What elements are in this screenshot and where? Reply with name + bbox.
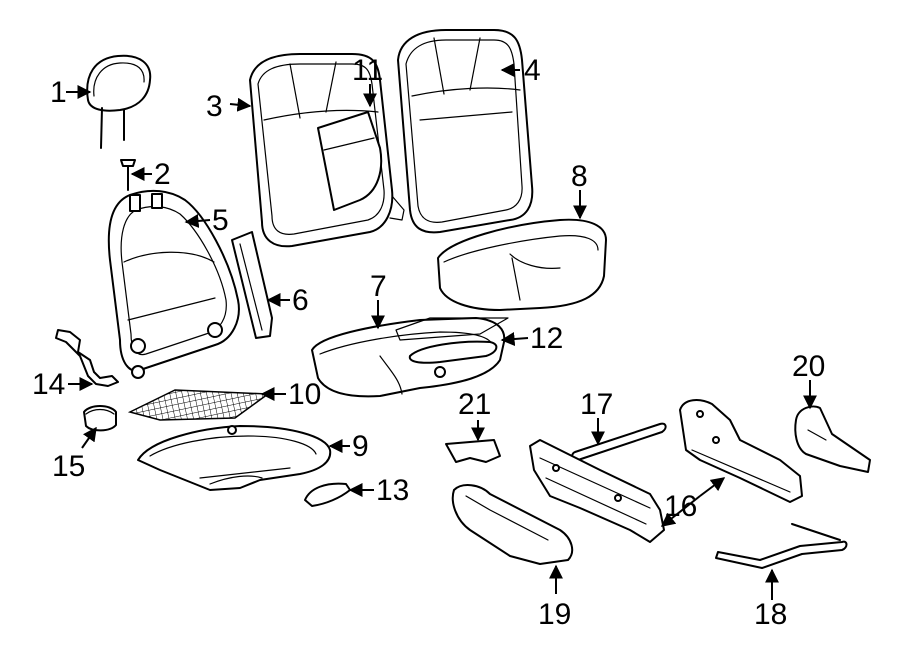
callout-3: 3 — [206, 90, 223, 123]
part-heater-element[interactable] — [395, 317, 509, 378]
callout-6: 6 — [292, 284, 309, 317]
part-towel-bar[interactable] — [715, 523, 848, 569]
part-outer-track[interactable] — [679, 399, 803, 503]
leader-lines — [66, 63, 817, 600]
callout-15: 15 — [52, 450, 85, 483]
callout-10: 10 — [288, 378, 321, 411]
callout-13: 13 — [376, 474, 409, 507]
callout-1: 1 — [50, 76, 67, 109]
part-trim-outer[interactable] — [451, 484, 574, 565]
callout-19: 19 — [538, 598, 571, 631]
part-guide[interactable] — [120, 159, 136, 191]
part-back-cover[interactable] — [397, 29, 534, 234]
part-knob[interactable] — [83, 405, 117, 432]
callout-5: 5 — [212, 204, 229, 237]
callout-18: 18 — [754, 598, 787, 631]
callout-20: 20 — [792, 350, 825, 383]
callout-2: 2 — [154, 158, 171, 191]
callout-4: 4 — [524, 54, 541, 87]
callout-11: 11 — [352, 54, 383, 87]
part-side-shield[interactable] — [794, 405, 871, 473]
part-seat-mesh[interactable] — [127, 389, 271, 421]
callout-17: 17 — [580, 388, 613, 421]
callout-21: 21 — [458, 388, 491, 421]
part-recliner-cable[interactable] — [55, 329, 119, 387]
callout-9: 9 — [352, 430, 369, 463]
part-side-trim[interactable] — [231, 231, 273, 339]
part-trim-cover[interactable] — [304, 482, 351, 507]
callout-7: 7 — [370, 270, 387, 303]
callout-16: 16 — [664, 490, 697, 523]
part-back-frame[interactable] — [107, 189, 240, 379]
part-headrest[interactable] — [86, 54, 152, 149]
part-back-pad[interactable] — [317, 111, 383, 211]
callout-14: 14 — [32, 368, 65, 401]
part-bracket[interactable] — [445, 439, 501, 463]
callout-labels: 1 2 3 4 5 6 7 8 9 10 11 12 13 14 15 16 1… — [32, 54, 825, 631]
callout-8: 8 — [571, 160, 588, 193]
part-inner-track[interactable] — [529, 439, 665, 543]
callout-12: 12 — [530, 322, 563, 355]
part-seat-cover[interactable] — [437, 218, 607, 311]
part-seat-pan[interactable] — [137, 425, 332, 491]
part-rod[interactable] — [571, 422, 667, 462]
